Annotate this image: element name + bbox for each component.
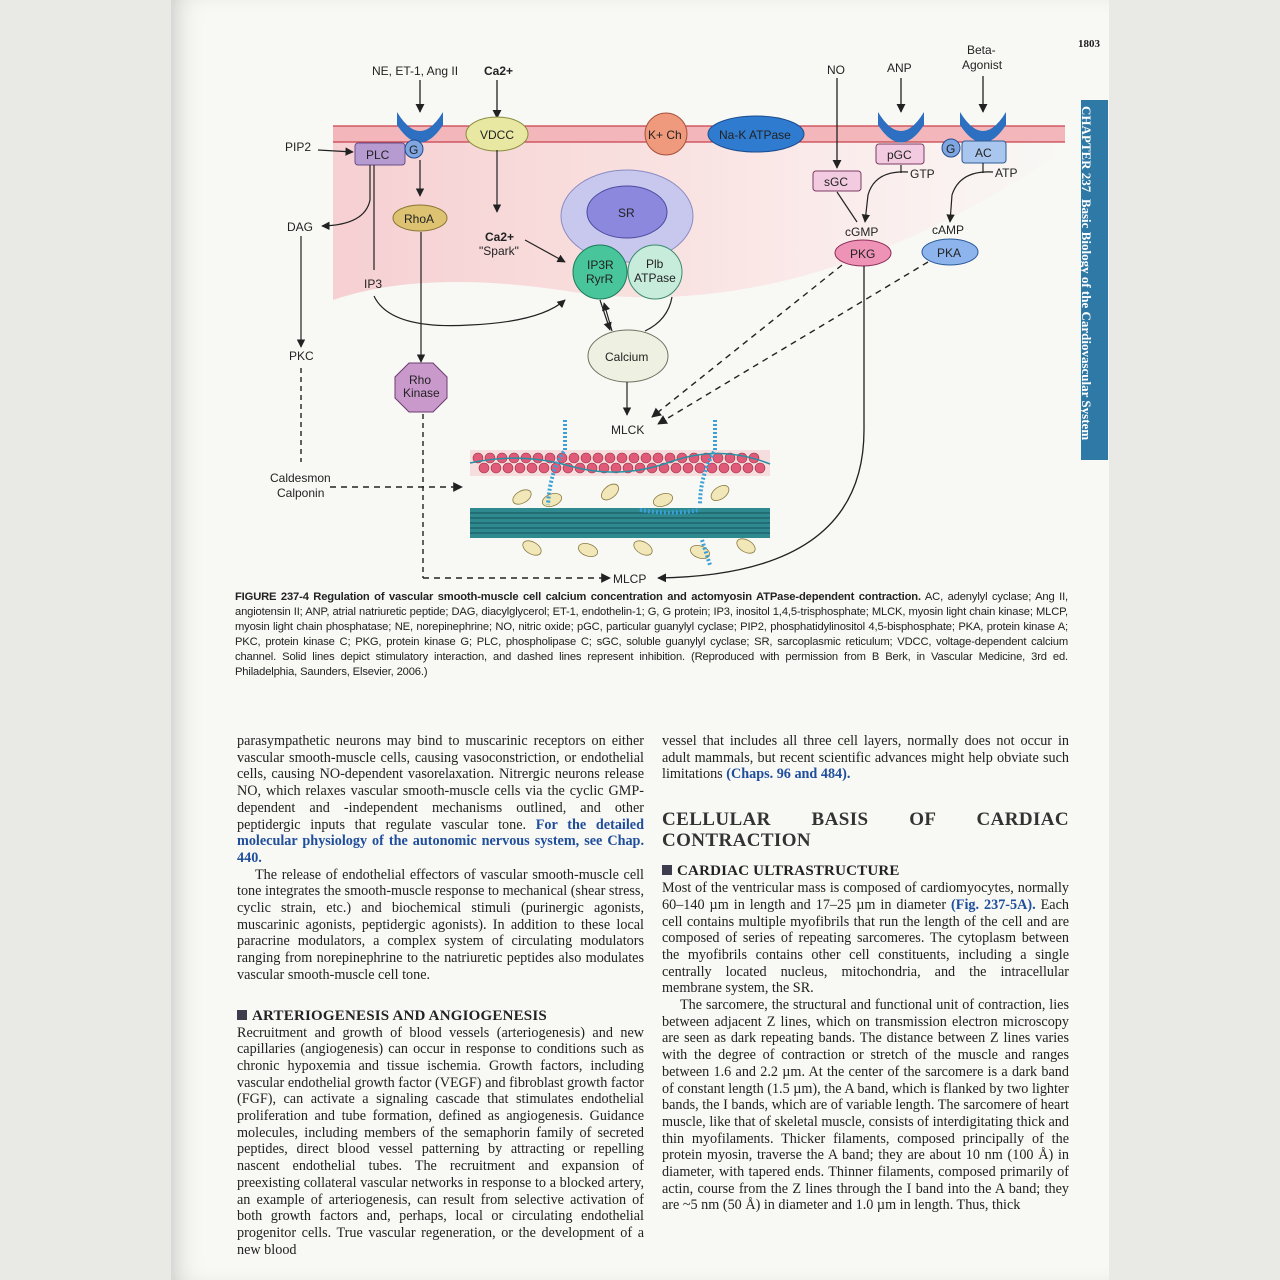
arteriogenesis-heading: ARTERIOGENESIS AND ANGIOGENESIS — [237, 1008, 644, 1025]
label-kch: K+ Ch — [648, 128, 682, 142]
receptor-anp — [878, 112, 924, 143]
cardiac-ultrastructure-heading: CARDIAC ULTRASTRUCTURE — [662, 863, 1069, 880]
rho-kinase-node — [394, 362, 448, 413]
label-plc: PLC — [366, 148, 390, 162]
receptor-ne — [397, 112, 443, 143]
myosin-filament — [470, 420, 770, 566]
plc-box — [354, 142, 406, 166]
label-anp: ANP — [887, 61, 912, 75]
calcium-node — [587, 329, 669, 383]
actin-filament — [469, 450, 771, 476]
chapter-tab — [1081, 100, 1108, 460]
label-pkg: PKG — [850, 247, 875, 261]
label-vdcc: VDCC — [480, 128, 514, 142]
chapter-440-link[interactable]: For the detailed molecular physiology of… — [237, 816, 644, 866]
k-channel — [644, 112, 688, 156]
left-paragraph-1: parasympathetic neurons may bind to musc… — [237, 733, 644, 867]
label-mlcp: MLCP — [613, 572, 646, 586]
pathway-figure: NE, ET-1, Ang II Ca2+ NO ANP Beta- Agoni… — [270, 43, 1065, 586]
left-column: parasympathetic neurons may bind to musc… — [237, 733, 644, 1258]
label-rhoa: RhoA — [404, 212, 434, 226]
caption-lead: FIGURE 237-4 Regulation of vascular smoo… — [235, 591, 921, 603]
pkg-node — [834, 239, 892, 267]
label-beta-1: Beta- — [967, 43, 996, 57]
label-pgc: pGC — [887, 148, 912, 162]
label-plb-1: Plb — [646, 257, 664, 271]
label-mlck: MLCK — [611, 423, 644, 437]
sgc-box — [812, 170, 862, 192]
label-cgmp: cGMP — [845, 225, 878, 239]
right-paragraph-1: vessel that includes all three cell laye… — [662, 733, 1069, 783]
label-ca2-top: Ca2+ — [484, 64, 513, 78]
label-ca2-spark-1: Ca2+ — [485, 230, 514, 244]
arteriogenesis-heading-text: ARTERIOGENESIS AND ANGIOGENESIS — [252, 1007, 547, 1024]
label-atp: ATP — [995, 166, 1017, 180]
label-dag: DAG — [287, 220, 313, 234]
fig-237-5a-link[interactable]: (Fig. 237-5A). — [951, 896, 1036, 913]
right-p2a-text: Most of the ventricular mass is composed… — [662, 880, 1069, 913]
label-g2: G — [946, 142, 955, 156]
pka-node — [921, 238, 979, 266]
label-gtp: GTP — [910, 167, 935, 181]
chapters-96-484-link[interactable]: (Chaps. 96 and 484). — [726, 766, 851, 783]
label-ac: AC — [975, 146, 992, 160]
figure-caption: FIGURE 237-4 Regulation of vascular smoo… — [235, 590, 1068, 680]
left-paragraph-2: The release of endothelial effectors of … — [237, 866, 644, 983]
pgc-box — [875, 143, 925, 165]
label-g1: G — [409, 143, 418, 157]
ip3r-node — [572, 244, 628, 300]
left-paragraph-3: Recruitment and growth of blood vessels … — [237, 1024, 644, 1258]
heading-bullet-icon — [237, 1009, 247, 1020]
label-camp: cAMP — [932, 223, 964, 237]
receptor-beta — [960, 112, 1006, 143]
label-sr: SR — [618, 206, 635, 220]
label-calcium: Calcium — [605, 350, 648, 364]
label-ne-et1-angii: NE, ET-1, Ang II — [372, 64, 458, 78]
label-sgc: sGC — [824, 175, 848, 189]
page-number: 1803 — [1078, 38, 1100, 50]
section-heading: CELLULAR BASIS OF CARDIAC CONTRACTION — [662, 809, 1069, 852]
right-p2b-text: Each cell contains multiple myofibrils t… — [662, 896, 1069, 997]
label-ip3: IP3 — [364, 277, 382, 291]
label-pip2: PIP2 — [285, 140, 311, 154]
label-ca2-spark-2: "Spark" — [479, 244, 519, 258]
rhoa-node — [392, 204, 448, 232]
label-caldesmon: Caldesmon — [270, 471, 331, 485]
label-rho-kinase-1: Rho — [409, 373, 431, 387]
label-beta-2: Agonist — [962, 58, 1003, 72]
ac-box — [961, 140, 1007, 164]
right-column: vessel that includes all three cell laye… — [662, 733, 1069, 1214]
right-paragraph-3: The sarcomere, the structural and functi… — [662, 997, 1069, 1214]
label-calponin: Calponin — [277, 486, 324, 500]
g-protein-1 — [404, 139, 424, 159]
heading-bullet-icon — [662, 865, 672, 876]
cardiac-ultrastructure-heading-text: CARDIAC ULTRASTRUCTURE — [677, 863, 900, 880]
label-plb-2: ATPase — [634, 271, 676, 285]
label-nak: Na-K ATPase — [719, 128, 791, 142]
label-pka: PKA — [937, 246, 961, 260]
g-protein-2 — [941, 138, 961, 158]
label-ip3r-2: RyrR — [586, 272, 614, 286]
plb-node — [627, 244, 683, 300]
right-p1-text: vessel that includes all three cell laye… — [662, 733, 1069, 783]
label-no: NO — [827, 63, 845, 77]
label-rho-kinase-2: Kinase — [403, 386, 440, 400]
nak-atpase — [707, 115, 805, 153]
caption-body: AC, adenylyl cyclase; Ang II, angiotensi… — [235, 591, 1068, 678]
label-pkc: PKC — [289, 349, 314, 363]
label-ip3r-1: IP3R — [587, 258, 614, 272]
left-p1-text: parasympathetic neurons may bind to musc… — [237, 733, 644, 833]
sr-inner — [586, 185, 668, 239]
cell-cytoplasm — [333, 130, 1065, 300]
right-paragraph-2: Most of the ventricular mass is composed… — [662, 880, 1069, 997]
